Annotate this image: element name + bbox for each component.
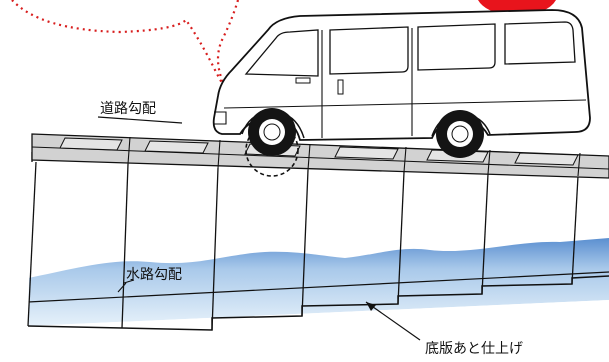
road-slope-label: 道路勾配 [100,101,156,117]
rear-tire [436,110,484,158]
cover-strip [31,133,609,179]
water-slope-label: 水路勾配 [126,267,182,283]
channel-body [27,152,609,331]
water-flow [28,238,609,326]
road-slope-line [97,116,183,124]
van-icon [212,9,591,158]
front-tire [248,108,296,156]
bottom-finish-arrow [365,301,421,341]
water-slope-leader [117,279,135,293]
bottom-finish-label: 底版あと仕上げ [425,341,523,357]
